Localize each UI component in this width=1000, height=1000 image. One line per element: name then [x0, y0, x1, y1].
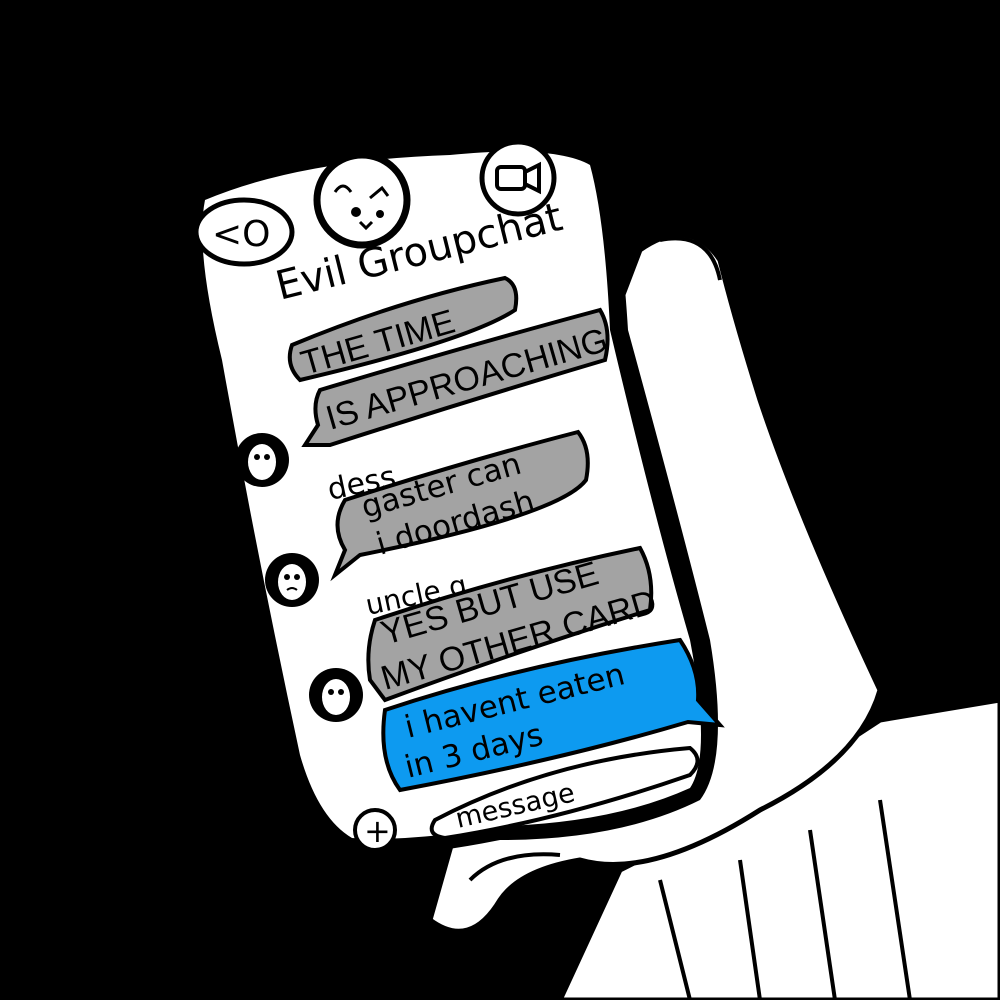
group-avatar-icon[interactable]: [313, 151, 411, 249]
sender-avatar-3: [309, 668, 363, 722]
back-button[interactable]: <O: [193, 197, 295, 267]
sender-avatar-2: [265, 553, 319, 607]
video-camera-icon[interactable]: [479, 139, 557, 217]
add-label: +: [364, 812, 391, 850]
sender-avatar-1: [235, 433, 289, 487]
add-attachment-button[interactable]: +: [353, 808, 397, 852]
back-label: <O: [212, 214, 271, 255]
